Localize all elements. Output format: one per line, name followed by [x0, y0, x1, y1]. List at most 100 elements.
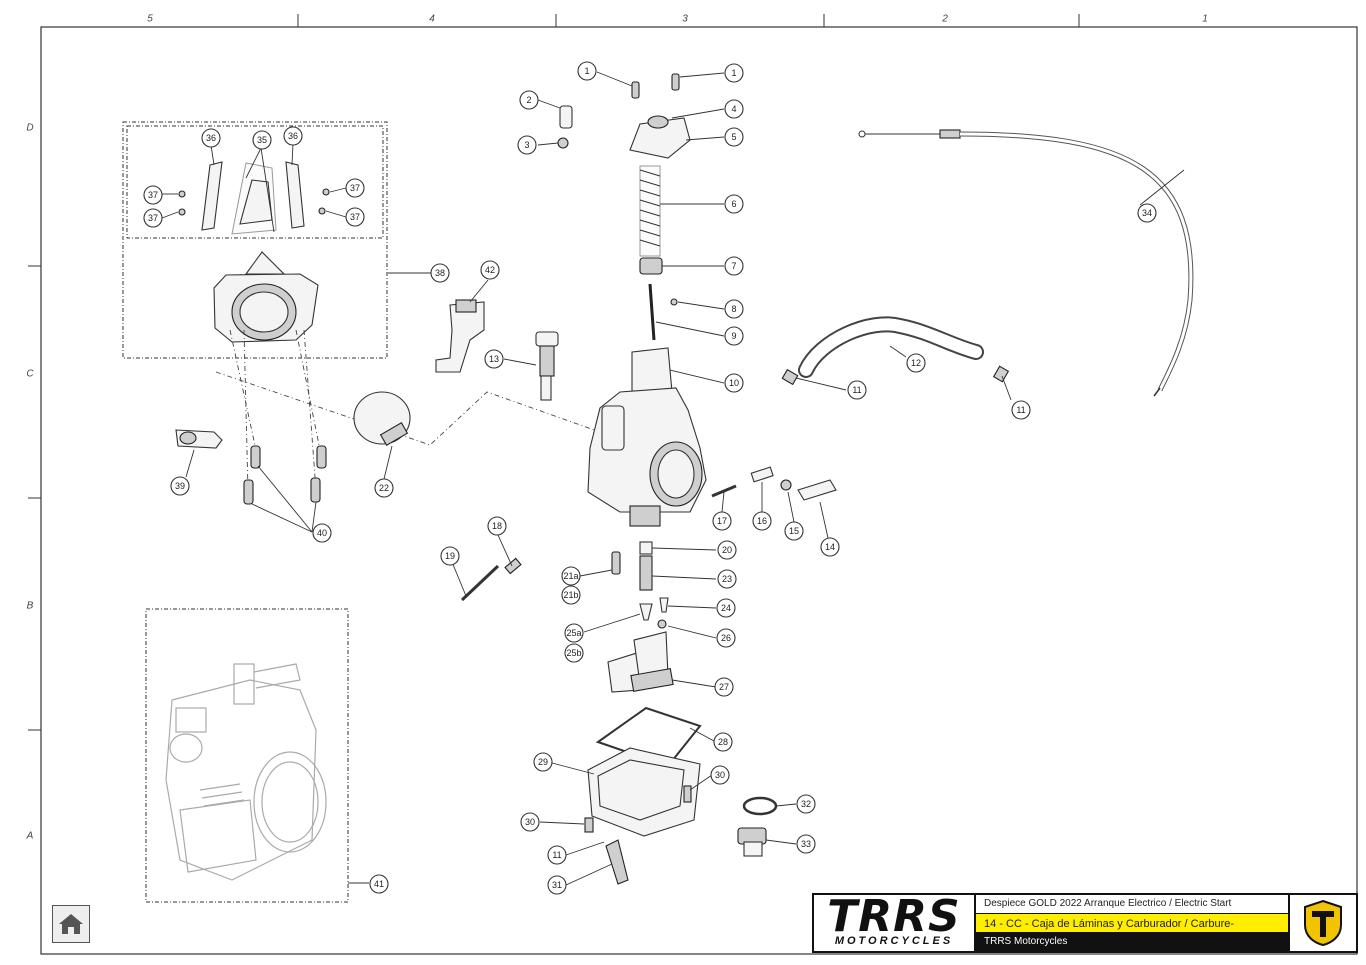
svg-text:24: 24 — [721, 603, 731, 613]
grid-row-A: A — [26, 831, 34, 842]
svg-text:19: 19 — [445, 551, 455, 561]
callout-c37c: 37 — [345, 178, 365, 198]
grid-row-D: D — [26, 123, 33, 134]
column-ticks — [28, 14, 1080, 731]
svg-text:16: 16 — [757, 516, 767, 526]
svg-text:1: 1 — [731, 68, 736, 78]
svg-text:26: 26 — [721, 633, 731, 643]
callout-c13: 13 — [484, 349, 504, 369]
callout-c7: 7 — [724, 256, 744, 276]
callout-c6: 6 — [724, 194, 744, 214]
carb-top-parts — [557, 73, 691, 397]
callout-c30a: 30 — [710, 765, 730, 785]
svg-text:31: 31 — [552, 880, 562, 890]
grid-col-4: 4 — [429, 14, 435, 25]
callout-c42: 42 — [480, 260, 500, 280]
svg-text:17: 17 — [717, 516, 727, 526]
grid-col-5: 5 — [147, 14, 153, 25]
title-block: TRRS MOTORCYCLES Despiece GOLD 2022 Arra… — [812, 893, 1358, 953]
bolts-part-40 — [243, 445, 327, 505]
svg-text:8: 8 — [731, 304, 736, 314]
callout-c8: 8 — [724, 299, 744, 319]
grid-col-3: 3 — [682, 14, 688, 25]
callout-c37a: 37 — [143, 185, 163, 205]
logo-sub-text: MOTORCYCLES — [834, 935, 954, 947]
reed-valve-detail-box — [122, 121, 388, 359]
svg-text:42: 42 — [485, 265, 495, 275]
svg-text:12: 12 — [911, 358, 921, 368]
carb-assembly-illustration — [165, 663, 327, 881]
callout-c32: 32 — [796, 794, 816, 814]
drawing-frame — [40, 26, 1358, 955]
callout-c21a: 21a — [561, 566, 581, 586]
callout-c30b: 30 — [520, 812, 540, 832]
svg-text:2: 2 — [526, 95, 531, 105]
svg-text:25a: 25a — [566, 628, 581, 638]
diagram-header: Despiece GOLD 2022 Arranque Electrico / … — [976, 895, 1288, 914]
trrs-logo: TRRS MOTORCYCLES — [814, 895, 976, 951]
svg-text:21a: 21a — [563, 571, 578, 581]
callout-c16: 16 — [752, 511, 772, 531]
svg-text:37: 37 — [350, 183, 360, 193]
svg-text:11: 11 — [552, 850, 561, 860]
callout-leaders — [161, 71, 1185, 886]
throttle-cable-part-34 — [858, 129, 1194, 397]
svg-text:36: 36 — [206, 133, 216, 143]
callout-c1a: 1 — [577, 61, 597, 81]
clamp-part-22 — [353, 391, 411, 446]
svg-text:30: 30 — [715, 770, 725, 780]
callout-c18: 18 — [487, 516, 507, 536]
svg-text:13: 13 — [489, 354, 499, 364]
svg-text:33: 33 — [801, 839, 811, 849]
grid-row-C: C — [26, 369, 34, 380]
callout-c28: 28 — [713, 732, 733, 752]
svg-text:10: 10 — [729, 378, 739, 388]
callout-c11c: 11 — [547, 845, 567, 865]
svg-text:32: 32 — [801, 799, 811, 809]
grid-col-1: 1 — [1202, 14, 1208, 25]
svg-text:11: 11 — [1016, 405, 1025, 415]
intake-axis-line — [215, 371, 601, 446]
callout-c25b: 25b — [564, 643, 584, 663]
svg-text:25b: 25b — [566, 648, 581, 658]
logo-main-text: TRRS — [827, 891, 961, 942]
diagram-section: 14 - CC - Caja de Láminas y Carburador /… — [976, 914, 1288, 933]
callout-c25a: 25a — [564, 623, 584, 643]
svg-text:3: 3 — [524, 140, 529, 150]
reed-valve-body — [213, 251, 319, 343]
home-button[interactable] — [52, 905, 90, 943]
callout-c40: 40 — [312, 523, 332, 543]
svg-text:18: 18 — [492, 521, 502, 531]
callout-c3: 3 — [517, 135, 537, 155]
carb-jets — [460, 541, 669, 629]
svg-text:29: 29 — [538, 757, 548, 767]
callout-c4: 4 — [724, 99, 744, 119]
callout-c10: 10 — [724, 373, 744, 393]
svg-text:37: 37 — [148, 190, 158, 200]
svg-text:27: 27 — [719, 682, 729, 692]
callout-c36b: 36 — [283, 126, 303, 146]
svg-text:1: 1 — [584, 66, 589, 76]
float-bowl-part-29 — [584, 747, 701, 885]
callout-c36a: 36 — [201, 128, 221, 148]
svg-text:9: 9 — [731, 331, 736, 341]
callout-c20: 20 — [717, 540, 737, 560]
svg-text:35: 35 — [257, 135, 267, 145]
svg-text:41: 41 — [374, 879, 384, 889]
assembly-detail-box — [145, 608, 349, 903]
svg-text:34: 34 — [1142, 208, 1152, 218]
svg-text:28: 28 — [718, 737, 728, 747]
home-icon — [59, 914, 83, 934]
callout-c34: 34 — [1137, 203, 1157, 223]
svg-text:4: 4 — [731, 104, 736, 114]
svg-text:37: 37 — [350, 212, 360, 222]
callout-c29: 29 — [533, 752, 553, 772]
emblem-cell — [1288, 895, 1356, 951]
svg-text:7: 7 — [731, 261, 736, 271]
svg-text:15: 15 — [789, 526, 799, 536]
oring-part-32 — [742, 796, 778, 816]
callout-c38: 38 — [430, 263, 450, 283]
callout-c11b: 11 — [1011, 400, 1031, 420]
reed-petal-assembly — [178, 161, 330, 235]
carb-side-screws — [711, 466, 837, 501]
